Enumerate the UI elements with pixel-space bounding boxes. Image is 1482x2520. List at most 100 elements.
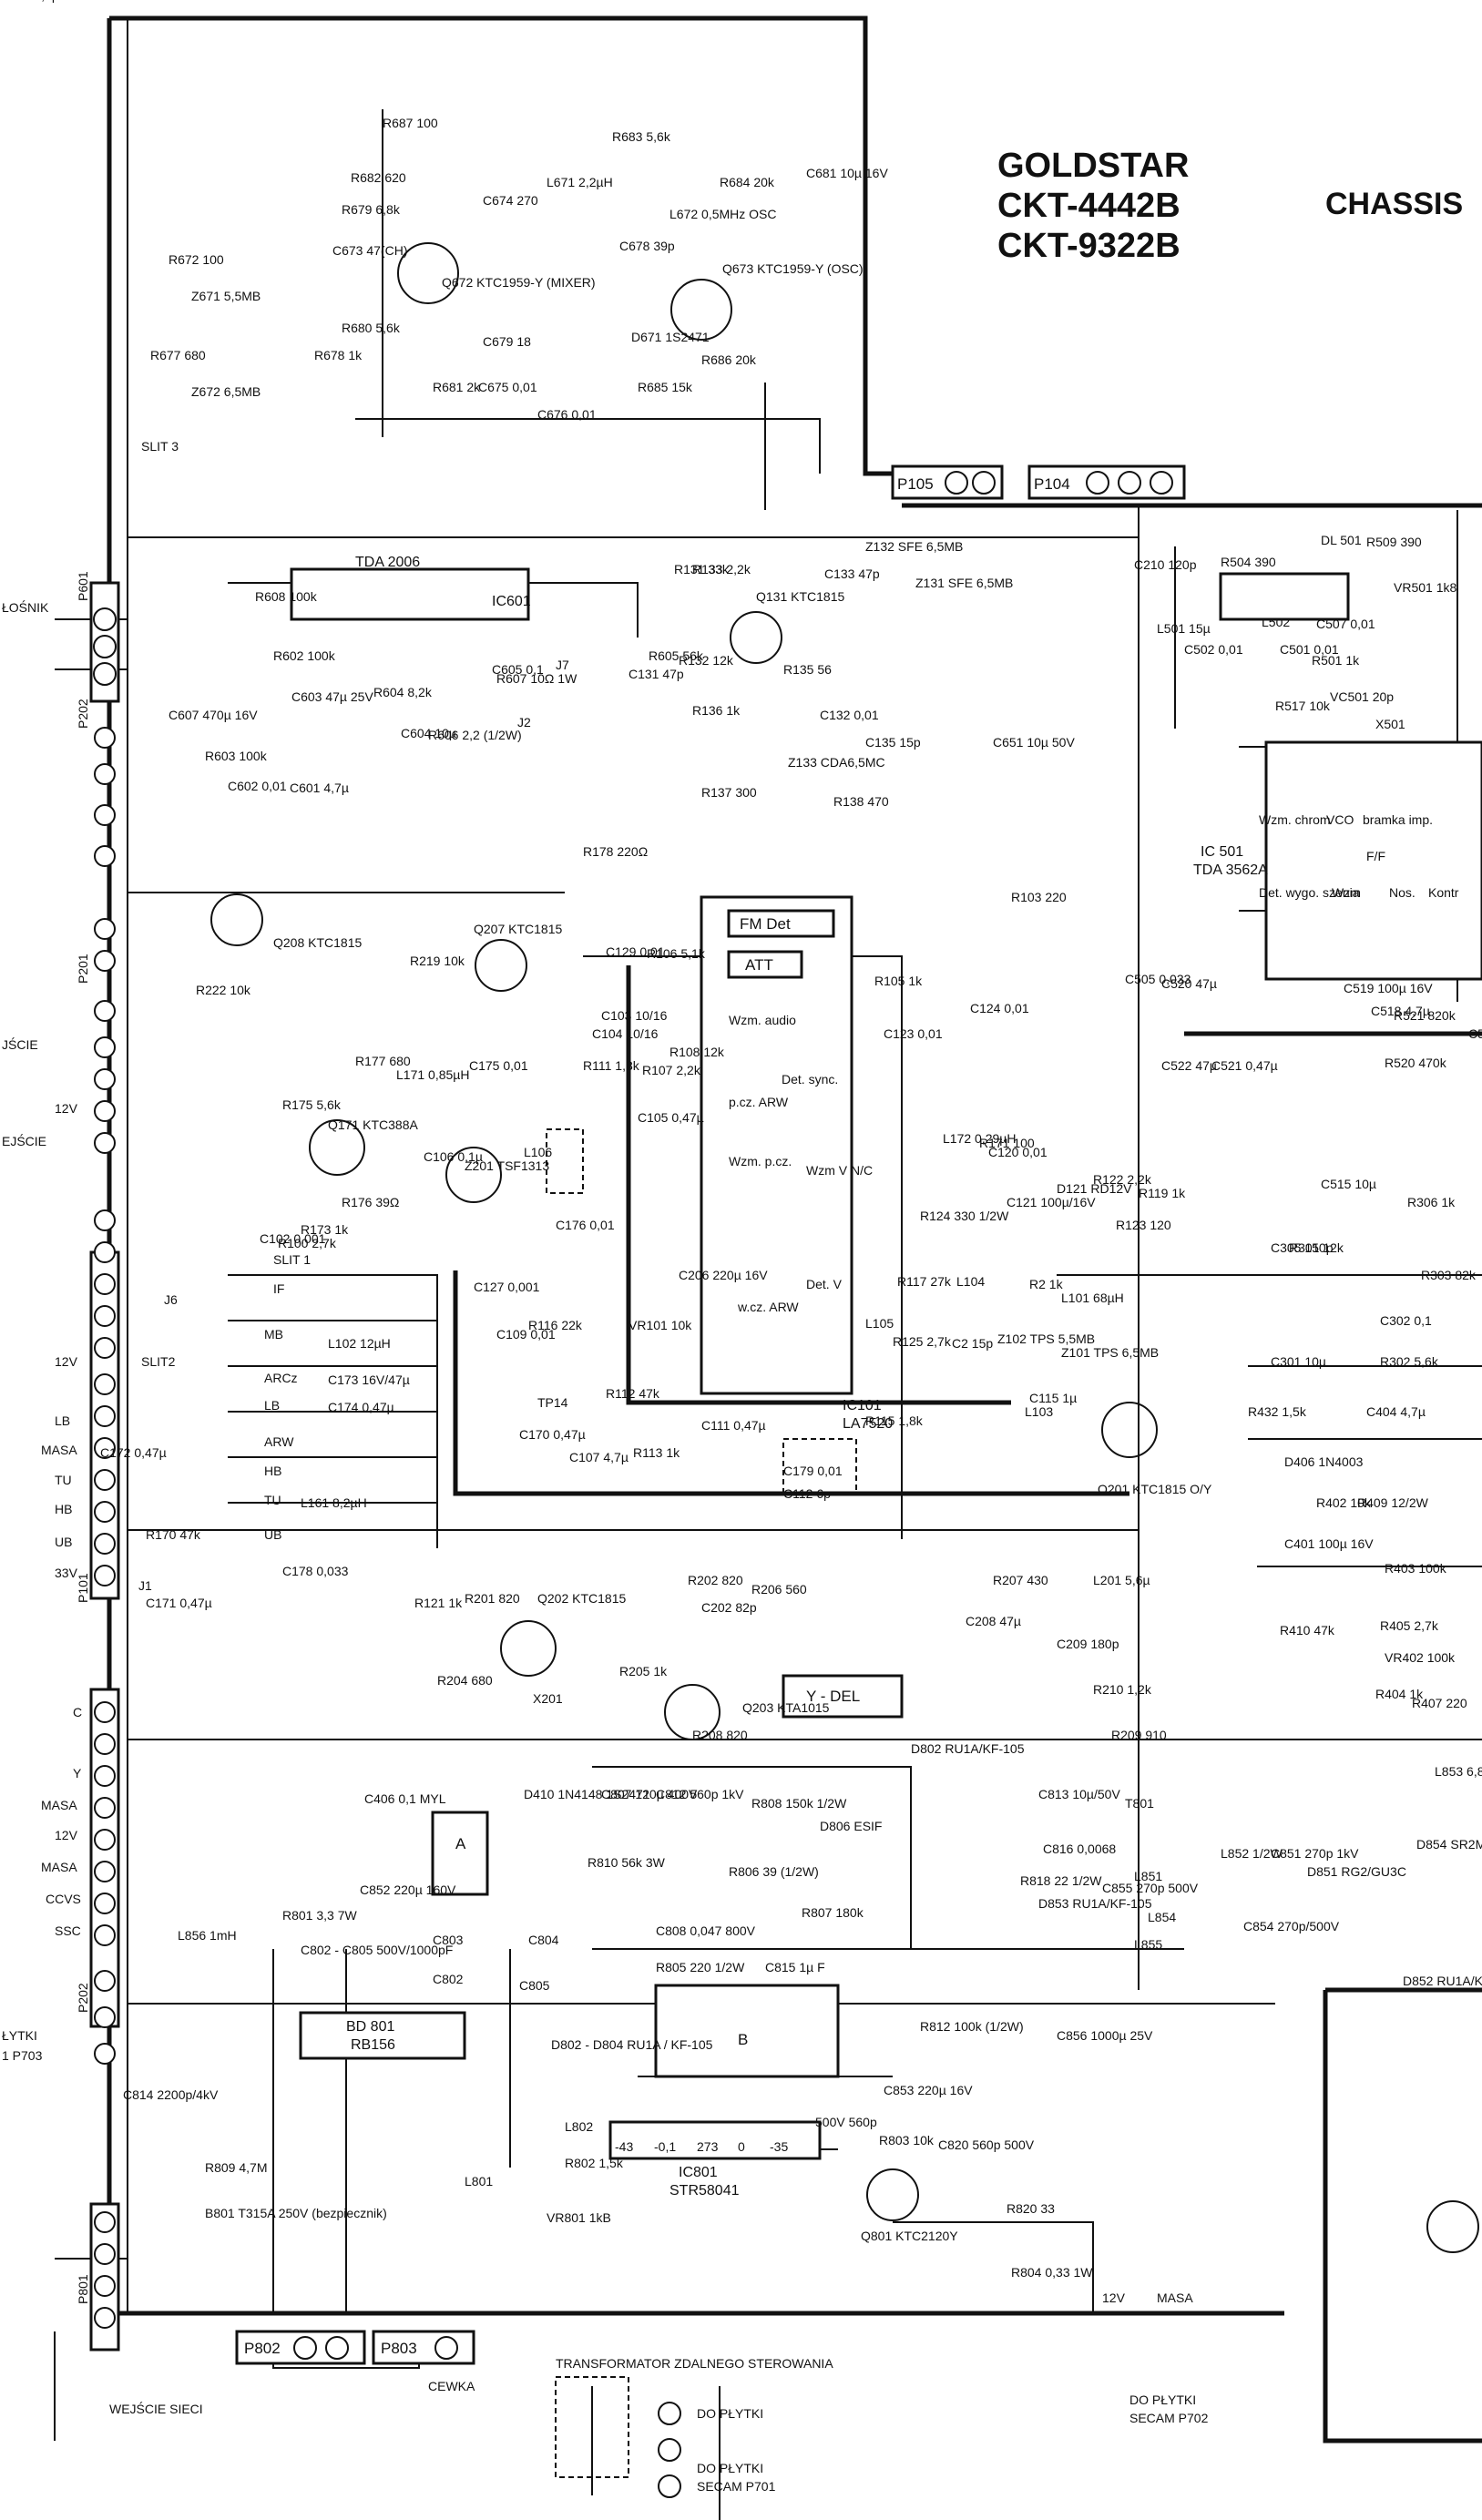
- component-label: C103 10/16: [601, 1008, 668, 1023]
- component-label: R685 15k: [638, 380, 693, 394]
- left-connector-pin: [94, 2211, 116, 2233]
- transistor-q672: [397, 242, 459, 304]
- component-label: R173 1k: [301, 1222, 349, 1237]
- component-label: C172 0,47µ: [100, 1445, 167, 1460]
- component-label: C854 270p/500V: [1243, 1919, 1340, 1933]
- left-connector-pin: [94, 1765, 116, 1787]
- label-p702: SECAM P702: [1129, 2411, 1209, 2425]
- component-label: C171 0,47µ: [146, 1596, 212, 1610]
- tuner-arw: ARW: [264, 1434, 294, 1449]
- component-label: C522 47µ: [1161, 1058, 1217, 1073]
- block-b: B: [738, 2031, 748, 2048]
- block-nos: Nos.: [1389, 885, 1416, 900]
- label-12v-a: 12V: [55, 1101, 78, 1116]
- component-label: L801: [465, 2174, 493, 2188]
- tube-z201: [445, 1147, 502, 1203]
- component-label: Q672 KTC1959-Y (MIXER): [442, 275, 596, 290]
- component-label: L101 68µH: [1061, 1291, 1124, 1305]
- tuner-arcz: ARCz: [264, 1371, 298, 1385]
- component-label: C502 0,01: [1184, 642, 1243, 657]
- component-label: L851: [1134, 1869, 1162, 1883]
- component-label: C856 1000µ 25V: [1057, 2028, 1153, 2043]
- left-connector-pin: [94, 1068, 116, 1090]
- block-bramka: bramka imp.: [1363, 812, 1433, 827]
- ic-labels: TDA 2006 IC601 IC 501 TDA 3562A IC101 LA…: [346, 555, 1268, 2199]
- left-connector-pin: [94, 1036, 116, 1058]
- component-label: C132 0,01: [820, 708, 879, 722]
- component-label: L802: [565, 2119, 593, 2134]
- component-label: R605 56k: [649, 648, 704, 663]
- component-label: C170 0,47µ: [519, 1427, 586, 1442]
- component-label: D852 RU1A/KF-105: [1403, 1974, 1482, 1988]
- component-label: C208 47µ: [966, 1614, 1021, 1628]
- component-label: C808 0,047 800V: [656, 1923, 756, 1938]
- label-c: C: [73, 1705, 82, 1719]
- left-connector-pin: [94, 1893, 116, 1914]
- tuner-labels: IF MB ARCz LB ARW HB TU UB SLIT 1 SLIT2 …: [138, 439, 569, 1593]
- label-j6: J6: [164, 1292, 178, 1307]
- label-12v-c: 12V: [55, 1828, 78, 1842]
- component-label: C603 47µ 25V: [291, 689, 373, 704]
- component-label: C106 0,1µ: [424, 1149, 483, 1164]
- component-label: R520 470k: [1385, 1056, 1447, 1070]
- block-wzm-chrom: Wzm. chrom: [1259, 812, 1331, 827]
- left-connector-pin: [94, 1701, 116, 1723]
- component-label: R219 10k: [410, 954, 465, 968]
- component-label: L102 12µH: [328, 1336, 391, 1351]
- component-label: C112 6p: [783, 1486, 831, 1501]
- component-label: C852 220µ 160V: [360, 1882, 456, 1897]
- left-connector-pin: [94, 1373, 116, 1395]
- left-connector-pin: [94, 1797, 116, 1819]
- left-connector-pin-column: [94, 727, 116, 2329]
- label-ssc: SSC: [55, 1923, 81, 1938]
- component-label: R175 5,6k: [282, 1097, 342, 1112]
- component-label: R684 20k: [720, 175, 775, 189]
- ic801-pin-4: 0: [738, 2139, 745, 2154]
- transistor-q131: [730, 611, 782, 664]
- block-y-del: Y - DEL: [806, 1688, 860, 1705]
- component-label: R801 3,3 7W: [282, 1908, 357, 1923]
- label-p105: P105: [897, 475, 934, 493]
- component-label: C109 0,01: [496, 1327, 556, 1342]
- component-label: R112 47k: [606, 1386, 660, 1401]
- component-label: DL 501: [1321, 533, 1362, 547]
- component-label: R407 220: [1412, 1696, 1467, 1710]
- label-masa-3: MASA: [41, 1860, 77, 1874]
- brand-line-2: CKT-4442B: [997, 187, 1180, 225]
- l103-shield: [782, 1438, 857, 1495]
- transistor-right: [1426, 2200, 1479, 2253]
- component-label: R509 390: [1366, 535, 1422, 549]
- component-label: Z201 TSF1313: [465, 1158, 549, 1173]
- y-del-box: [782, 1674, 904, 1719]
- component-label: L171 0,85µH: [396, 1067, 469, 1082]
- component-label: C178 0,033: [282, 1564, 349, 1578]
- component-label: Z101 TPS 6,5MB: [1061, 1345, 1159, 1360]
- component-label: R409 12/2W: [1357, 1495, 1429, 1510]
- component-label: C121 100µ/16V: [1007, 1195, 1096, 1209]
- left-connector-pin: [94, 1405, 116, 1427]
- component-label: Q207 KTC1815: [474, 922, 562, 936]
- component-label: VC501 20p: [1330, 689, 1394, 704]
- label-j7: J7: [556, 658, 569, 672]
- left-connector-pin: [94, 1337, 116, 1359]
- component-label: C802: [433, 1972, 464, 1986]
- component-label: R672 100: [169, 252, 224, 267]
- component-label: R306 1k: [1407, 1195, 1456, 1209]
- left-connector-pin: [94, 763, 116, 785]
- tuner-tu: TU: [264, 1493, 281, 1507]
- left-connector-pin: [94, 1501, 116, 1523]
- component-label: D406 1N4003: [1284, 1454, 1364, 1469]
- label-tu: TU: [55, 1473, 72, 1487]
- component-label: R603 100k: [205, 749, 268, 763]
- component-label: C202 82p: [701, 1600, 757, 1615]
- component-label: R106 5,1k: [647, 946, 706, 961]
- component-label: R402 10k: [1316, 1495, 1372, 1510]
- component-label: C173 16V/47µ: [328, 1372, 410, 1387]
- label-p601: P601: [76, 571, 90, 601]
- bd801-box: [299, 2011, 466, 2060]
- component-label: R123 120: [1116, 1218, 1171, 1232]
- left-side-labels: ŁOŚNIK JŚCIE 12V EJŚCIE 12V LB MASA TU H…: [2, 599, 1196, 2475]
- label-p101: P101: [76, 1573, 90, 1603]
